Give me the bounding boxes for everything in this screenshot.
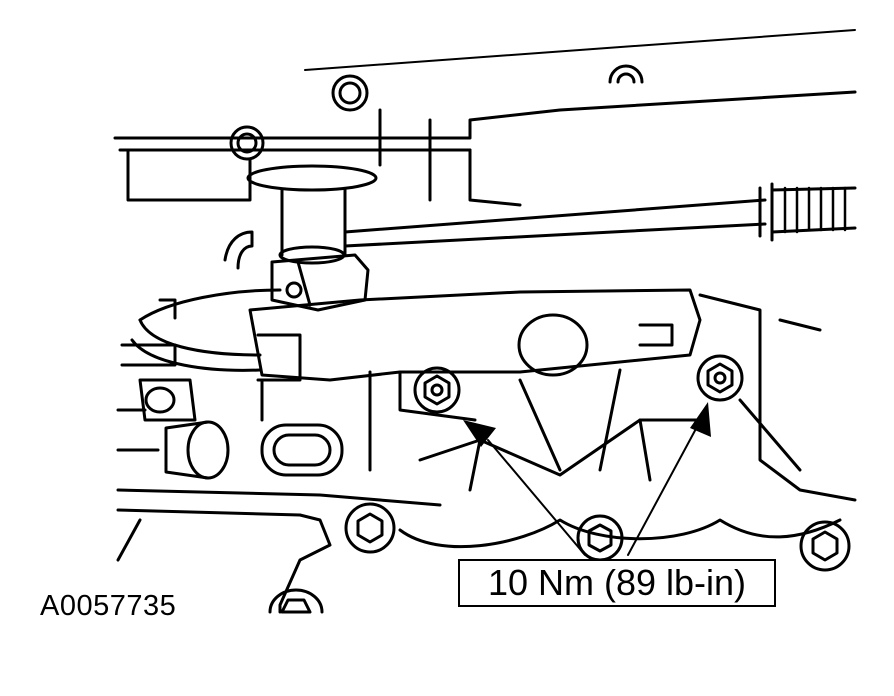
pivot-pin [116,420,230,480]
detent-spring-plate [130,230,282,372]
torque-spec-label: 10 Nm (89 lb-in) [487,562,747,603]
torque-bolt [696,354,744,402]
callout-leader-left [463,420,586,556]
housing-boss [229,125,265,161]
upper-housing [113,29,857,207]
rail-bolt [799,520,851,572]
rail-bolt [344,502,396,554]
shift-shaft [246,164,378,265]
linkage-clevis [116,343,197,422]
figure-id-label: A0057735 [40,590,177,622]
lower-rail [116,488,842,614]
oval-port [260,423,344,477]
housing-boss [608,64,644,84]
shift-lever-arm [248,288,702,382]
torque-bolt [413,366,461,414]
linkage-rod [343,182,857,248]
torque-spec-callout: 10 Nm (89 lb-in) [458,559,776,607]
housing-boss [331,74,369,112]
valve-body [260,293,857,502]
rail-bolt [268,588,324,614]
callout-leader-right [627,402,711,556]
